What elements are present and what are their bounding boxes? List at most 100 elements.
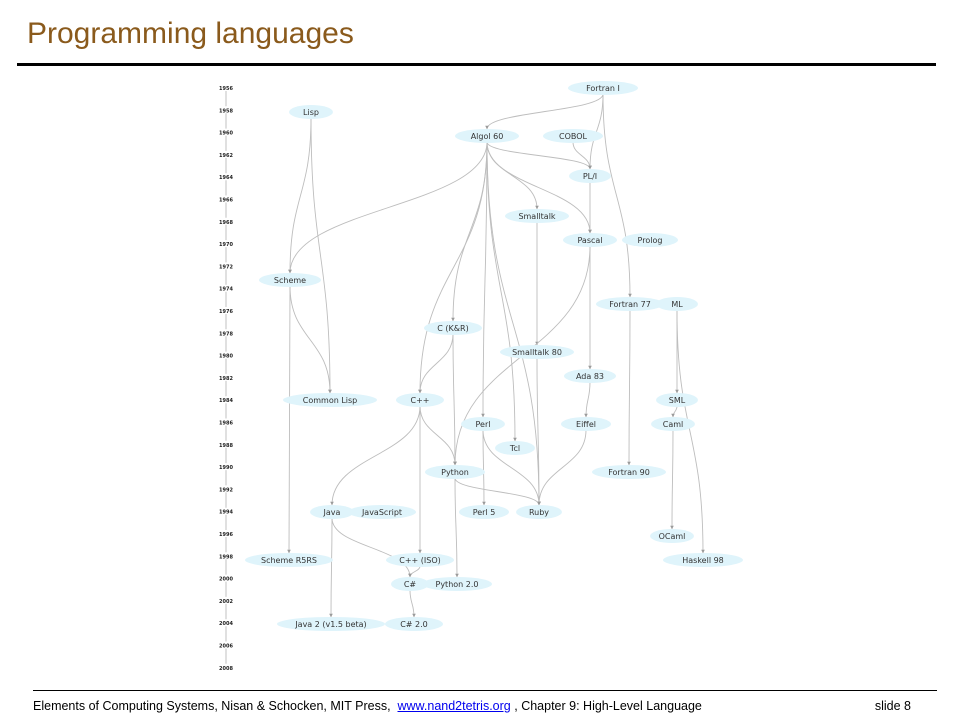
node-caml: Caml <box>651 417 695 431</box>
year-label: 1990 <box>219 465 233 471</box>
node-shape <box>561 417 611 431</box>
node-label: C# <box>404 580 417 589</box>
node-label: Python <box>441 468 469 477</box>
node-algol60: Algol 60 <box>455 129 519 143</box>
node-prolog: Prolog <box>622 233 678 247</box>
node-shape <box>422 577 492 591</box>
node-shape <box>386 553 454 567</box>
node-label: Caml <box>663 420 684 429</box>
node-label: Ada 83 <box>576 372 604 381</box>
edge-ml-to-haskell98 <box>676 309 705 554</box>
edge-algol60-to-pascal <box>486 141 592 234</box>
node-scheme: Scheme <box>259 273 321 287</box>
node-shape <box>289 105 333 119</box>
node-shape <box>656 297 698 311</box>
footer-prefix: Elements of Computing Systems, Nisan & S… <box>33 699 391 713</box>
node-haskell98: Haskell 98 <box>663 553 743 567</box>
edge-algol60-to-pl1 <box>486 141 592 170</box>
year-label: 1966 <box>219 198 233 204</box>
year-label: 1968 <box>219 220 233 226</box>
node-label: OCaml <box>659 532 686 541</box>
node-label: Haskell 98 <box>682 556 724 565</box>
year-label: 1978 <box>219 331 233 337</box>
node-javascript: JavaScript <box>348 505 416 519</box>
edge-algol60-to-cpp <box>418 141 488 394</box>
edge-fortran77-to-fortran90 <box>627 309 631 466</box>
edge-lisp-to-scheme <box>288 117 312 274</box>
node-java2: Java 2 (v1.5 beta) <box>277 617 385 631</box>
node-shape <box>396 393 444 407</box>
year-label: 1994 <box>219 510 233 516</box>
edge-ckr-to-python <box>452 333 457 466</box>
node-shape <box>650 529 694 543</box>
node-lisp: Lisp <box>289 105 333 119</box>
edge-cobol-to-pl1 <box>572 141 592 170</box>
edge-csharp-to-csharp20 <box>409 589 416 618</box>
year-label: 1962 <box>219 153 233 159</box>
edge-cpp-to-python <box>419 405 457 466</box>
year-label: 2002 <box>219 599 233 605</box>
year-label: 1986 <box>219 421 233 427</box>
node-label: C (K&R) <box>437 324 468 333</box>
edge-smalltalk80-to-ruby <box>536 357 541 506</box>
node-sml: SML <box>656 393 698 407</box>
year-label: 1992 <box>219 487 233 493</box>
year-label: 1958 <box>219 108 233 114</box>
node-label: Common Lisp <box>303 396 358 405</box>
language-genealogy-diagram: 1956195819601962196419661968197019721974… <box>219 81 743 672</box>
node-label: Scheme R5RS <box>261 556 317 565</box>
slide-title: Programming languages <box>27 17 354 50</box>
node-label: Perl 5 <box>473 508 496 517</box>
node-label: SML <box>669 396 686 405</box>
node-shape <box>495 441 535 455</box>
node-shape <box>424 321 482 335</box>
node-eiffel: Eiffel <box>561 417 611 431</box>
year-axis: 1956195819601962196419661968197019721974… <box>219 86 233 672</box>
node-label: C++ <box>411 396 430 405</box>
year-label: 1984 <box>219 398 233 404</box>
year-label: 1970 <box>219 242 233 248</box>
node-label: Smalltalk 80 <box>512 348 562 357</box>
node-label: PL/I <box>583 172 597 181</box>
node-shape <box>245 553 333 567</box>
edge-java-to-csharp <box>331 517 412 578</box>
node-label: COBOL <box>559 132 588 141</box>
node-label: Smalltalk <box>518 212 555 221</box>
edge-cppiso-to-csharp <box>408 565 421 578</box>
node-shape <box>425 465 485 479</box>
node-pascal: Pascal <box>563 233 617 247</box>
year-label: 2004 <box>219 621 233 627</box>
node-shape <box>385 617 443 631</box>
edge-scheme-to-commonlisp <box>289 285 332 394</box>
edge-algol60-to-ckr <box>451 141 488 322</box>
footer-link[interactable]: www.nand2tetris.org <box>397 699 511 713</box>
node-commonlisp: Common Lisp <box>283 393 377 407</box>
edge-caml-to-ocaml <box>670 429 674 530</box>
node-fortran77: Fortran 77 <box>596 297 664 311</box>
node-ml: ML <box>656 297 698 311</box>
node-shape <box>656 393 698 407</box>
node-shape <box>663 553 743 567</box>
node-shape <box>459 505 509 519</box>
node-label: Algol 60 <box>471 132 504 141</box>
year-label: 1988 <box>219 443 233 449</box>
edge-java-to-java2 <box>329 517 333 618</box>
year-label: 1960 <box>219 131 233 137</box>
node-shape <box>563 233 617 247</box>
node-cobol: COBOL <box>543 129 603 143</box>
node-java: Java <box>310 505 354 519</box>
edge-algol60-to-scheme <box>288 141 488 274</box>
year-label: 1974 <box>219 287 233 293</box>
node-shape <box>310 505 354 519</box>
node-ruby: Ruby <box>516 505 562 519</box>
edge-python-to-python20 <box>454 477 459 578</box>
edge-fortran1-to-pl1 <box>588 93 604 170</box>
node-pl1: PL/I <box>569 169 611 183</box>
node-label: Tcl <box>509 444 520 453</box>
node-shape <box>516 505 562 519</box>
node-label: Eiffel <box>576 420 596 429</box>
node-csharp20: C# 2.0 <box>385 617 443 631</box>
edge-python-to-ruby <box>454 477 541 506</box>
node-shape <box>500 345 574 359</box>
